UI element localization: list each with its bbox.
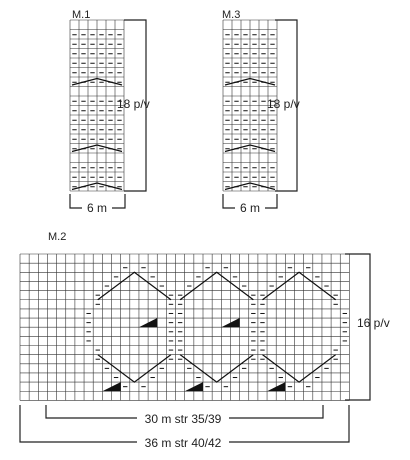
m2-cable-line bbox=[97, 271, 172, 301]
m1-cable-mark bbox=[71, 77, 123, 86]
chart-m2-grid bbox=[19, 253, 350, 401]
chart-m3-title: M.3 bbox=[222, 9, 240, 21]
chart-m3-width-label: 6 m bbox=[240, 201, 260, 215]
chart-m1-grid bbox=[69, 19, 125, 192]
chart-m3-height-label: 18 p/v bbox=[267, 97, 300, 111]
m2-cable-line bbox=[179, 354, 254, 383]
m3-cable-mark bbox=[224, 182, 276, 191]
chart-m3-height-bracket bbox=[275, 19, 298, 192]
chart-m1-height-bracket bbox=[124, 19, 147, 192]
chart-m2-width-label-2: 36 m str 40/42 bbox=[145, 436, 222, 450]
chart-m1-height-label: 18 p/v bbox=[117, 97, 150, 111]
chart-m1-title: M.1 bbox=[72, 9, 90, 21]
chart-m2-height-label: 16 p/v bbox=[357, 316, 390, 330]
chart-m2-width-label-1-bg bbox=[137, 411, 229, 425]
m1-cable-mark bbox=[71, 144, 123, 153]
m1-cable-mark bbox=[71, 182, 123, 191]
m2-triangle-marker bbox=[138, 318, 158, 328]
m3-cable-mark bbox=[224, 77, 276, 86]
m2-triangle-marker bbox=[102, 382, 121, 392]
chart-m2: M.2 16 p/v 30 m str 35/39 36 m str 40/42 bbox=[19, 231, 390, 450]
chart-m2-title: M.2 bbox=[48, 231, 66, 243]
m3-cable-mark bbox=[224, 144, 276, 153]
m2-cable-line bbox=[179, 271, 254, 301]
m2-cable-line bbox=[262, 271, 337, 301]
chart-m2-width-label-2-bg bbox=[137, 435, 229, 449]
chart-m3-grid bbox=[222, 19, 278, 192]
chart-m1-width-label: 6 m bbox=[87, 201, 107, 215]
m2-triangle-marker bbox=[221, 318, 240, 328]
chart-m2-height-bracket bbox=[345, 253, 371, 401]
m2-triangle-marker bbox=[184, 382, 203, 392]
chart-m3: M.3 18 p/v 6 m bbox=[222, 9, 300, 215]
m2-triangle-marker bbox=[267, 382, 286, 392]
chart-m1: M.1 18 p/v 6 m bbox=[69, 9, 150, 215]
chart-m3-width-label-bg bbox=[235, 200, 265, 214]
chart-m2-width-label-1: 30 m str 35/39 bbox=[145, 412, 222, 426]
m2-cable-line bbox=[97, 354, 172, 383]
m2-cable-line bbox=[262, 354, 337, 383]
chart-m1-width-label-bg bbox=[82, 200, 112, 214]
